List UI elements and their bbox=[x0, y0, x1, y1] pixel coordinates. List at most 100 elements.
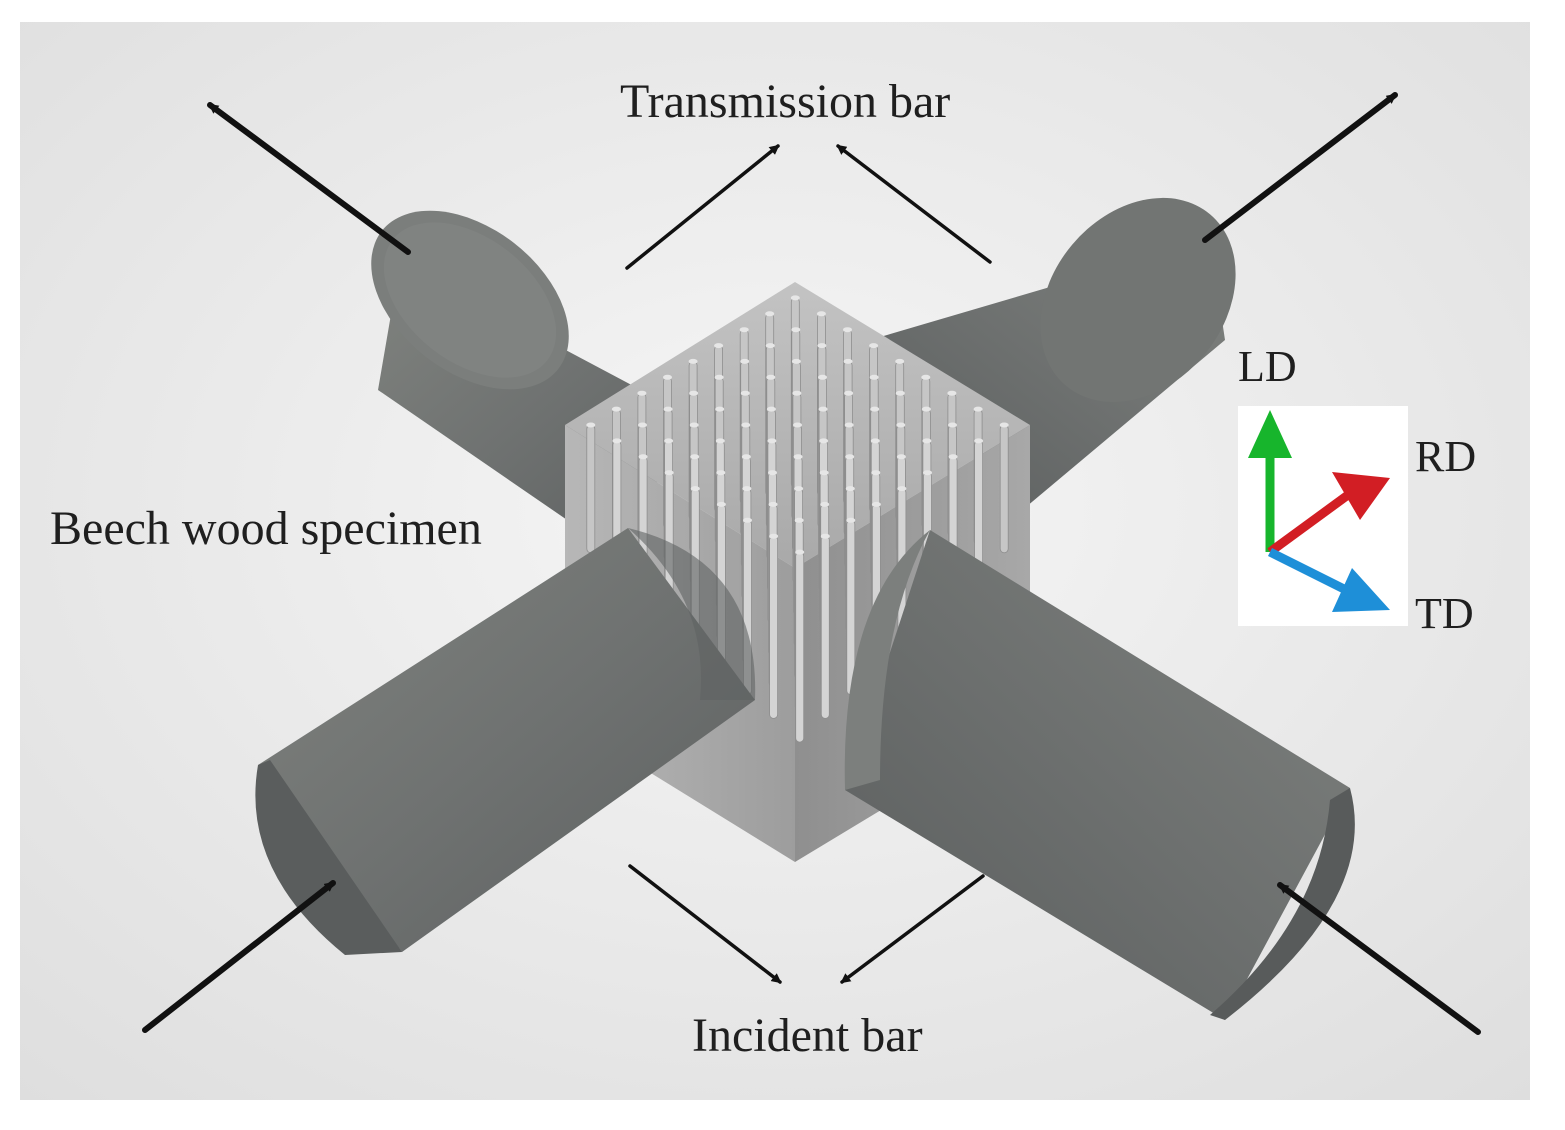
specimen-fiber-cap bbox=[795, 549, 805, 555]
specimen-fiber-cap bbox=[816, 311, 826, 317]
specimen-fiber bbox=[586, 424, 596, 554]
specimen-fiber-cap bbox=[586, 422, 596, 428]
specimen-fiber-cap bbox=[948, 422, 957, 428]
specimen-fiber-cap bbox=[819, 470, 829, 476]
specimen-fiber-cap bbox=[819, 438, 829, 444]
specimen-fiber-cap bbox=[767, 438, 777, 444]
specimen-fiber-cap bbox=[871, 501, 881, 507]
specimen-fiber-cap bbox=[663, 406, 673, 412]
arrow-transmission-left bbox=[625, 144, 780, 270]
specimen-fiber-cap bbox=[740, 390, 750, 396]
transmission-bar-right bbox=[870, 197, 1236, 512]
specimen-fiber-cap bbox=[769, 533, 779, 539]
specimen-fiber-cap bbox=[870, 438, 880, 444]
specimen-fiber bbox=[846, 519, 856, 696]
specimen-fiber-cap bbox=[871, 470, 881, 476]
transmission-bar-label: Transmission bar bbox=[620, 75, 951, 128]
specimen-fiber-cap bbox=[714, 343, 724, 349]
specimen-fiber-cap bbox=[844, 422, 854, 428]
specimen-fiber-cap bbox=[742, 486, 752, 492]
incident-bar-label: Incident bar bbox=[692, 1009, 923, 1062]
specimen-fiber-cap bbox=[846, 517, 856, 523]
specimen-fiber-cap bbox=[843, 358, 853, 364]
specimen-fiber-cap bbox=[818, 374, 827, 380]
specimen-fiber-cap bbox=[896, 454, 906, 460]
specimen-fiber-cap bbox=[843, 327, 852, 333]
specimen-fiber-cap bbox=[794, 517, 804, 523]
specimen-fiber-cap bbox=[896, 422, 906, 428]
specimen-fiber-cap bbox=[663, 374, 672, 380]
arrow-in-bottom-right bbox=[1277, 882, 1481, 1035]
specimen-fiber-cap bbox=[716, 470, 726, 476]
specimen-fiber-cap bbox=[739, 327, 749, 333]
specimen-fiber-cap bbox=[766, 374, 776, 380]
axis-rd-label: RD bbox=[1415, 432, 1477, 481]
axis-td-arrow bbox=[1267, 547, 1353, 597]
arrow-incident-right bbox=[840, 874, 985, 984]
specimen-fiber-cap bbox=[766, 406, 776, 412]
specimen-fiber-cap bbox=[793, 422, 802, 428]
axis-td-label: TD bbox=[1415, 589, 1474, 638]
specimen-fiber-cap bbox=[791, 358, 801, 364]
specimen-fiber-cap bbox=[765, 311, 775, 317]
specimen-fiber-cap bbox=[897, 486, 907, 492]
specimen-fiber-cap bbox=[923, 470, 932, 476]
specimen-fiber-cap bbox=[768, 470, 777, 476]
specimen-fiber-cap bbox=[690, 486, 700, 492]
specimen-fiber bbox=[999, 424, 1009, 554]
specimen-fiber-cap bbox=[715, 406, 725, 412]
arrow-transmission-right bbox=[836, 144, 992, 264]
specimen-label: Beech wood specimen bbox=[50, 502, 482, 555]
specimen-fiber-cap bbox=[688, 358, 698, 364]
axis-td-head bbox=[1332, 568, 1390, 612]
specimen-fiber-cap bbox=[689, 422, 699, 428]
specimen-fiber-cap bbox=[741, 454, 751, 460]
specimen-fiber-cap bbox=[740, 358, 750, 364]
specimen-fiber-cap bbox=[845, 454, 855, 460]
specimen-fiber-cap bbox=[921, 406, 931, 412]
incident-bar-right bbox=[844, 530, 1355, 1020]
arrow-in-bottom-left bbox=[142, 880, 336, 1033]
specimen-fiber-cap bbox=[869, 374, 879, 380]
axis-ld-label: LD bbox=[1238, 342, 1297, 391]
arrow-out-top-left bbox=[207, 102, 411, 255]
specimen-fiber-cap bbox=[637, 390, 647, 396]
specimen-fiber-cap bbox=[611, 406, 621, 412]
specimen-fiber-cap bbox=[743, 517, 752, 523]
specimen-fiber-cap bbox=[664, 438, 674, 444]
specimen-fiber-cap bbox=[664, 470, 674, 476]
specimen-fiber-cap bbox=[818, 406, 828, 412]
arrow-out-top-right bbox=[1202, 92, 1398, 243]
load-arrows bbox=[142, 92, 1481, 1035]
axis-rd-head bbox=[1332, 472, 1390, 520]
specimen-fiber-cap bbox=[845, 486, 855, 492]
specimen-fiber-cap bbox=[817, 343, 827, 349]
specimen-fiber-cap bbox=[844, 390, 854, 396]
arrow-incident-left bbox=[628, 864, 782, 984]
specimen-fiber-cap bbox=[612, 438, 622, 444]
specimen-fiber-cap bbox=[790, 295, 800, 301]
specimen-fiber-cap bbox=[999, 422, 1009, 428]
specimen-fiber-cap bbox=[895, 390, 905, 396]
specimen-fiber-cap bbox=[768, 501, 778, 507]
specimen-fiber-cap bbox=[921, 374, 931, 380]
specimen-fiber-cap bbox=[793, 454, 803, 460]
specimen-fiber-cap bbox=[948, 454, 958, 460]
specimen-fiber-cap bbox=[689, 390, 699, 396]
axis-ld-head bbox=[1248, 410, 1292, 458]
specimen-fiber-cap bbox=[922, 438, 932, 444]
specimen-fiber bbox=[769, 535, 778, 719]
specimen-fiber-cap bbox=[869, 343, 879, 349]
specimen-fiber-cap bbox=[638, 454, 648, 460]
specimen-fiber-cap bbox=[638, 422, 647, 428]
specimen-fiber bbox=[820, 535, 830, 719]
specimen-fiber-cap bbox=[974, 438, 984, 444]
specimen-fiber-cap bbox=[820, 533, 830, 539]
specimen-fiber-cap bbox=[895, 358, 905, 364]
specimen-fiber-cap bbox=[690, 454, 700, 460]
specimen-fiber-cap bbox=[714, 374, 724, 380]
specimen-fiber-cap bbox=[791, 327, 801, 333]
specimen-fiber-cap bbox=[741, 422, 751, 428]
